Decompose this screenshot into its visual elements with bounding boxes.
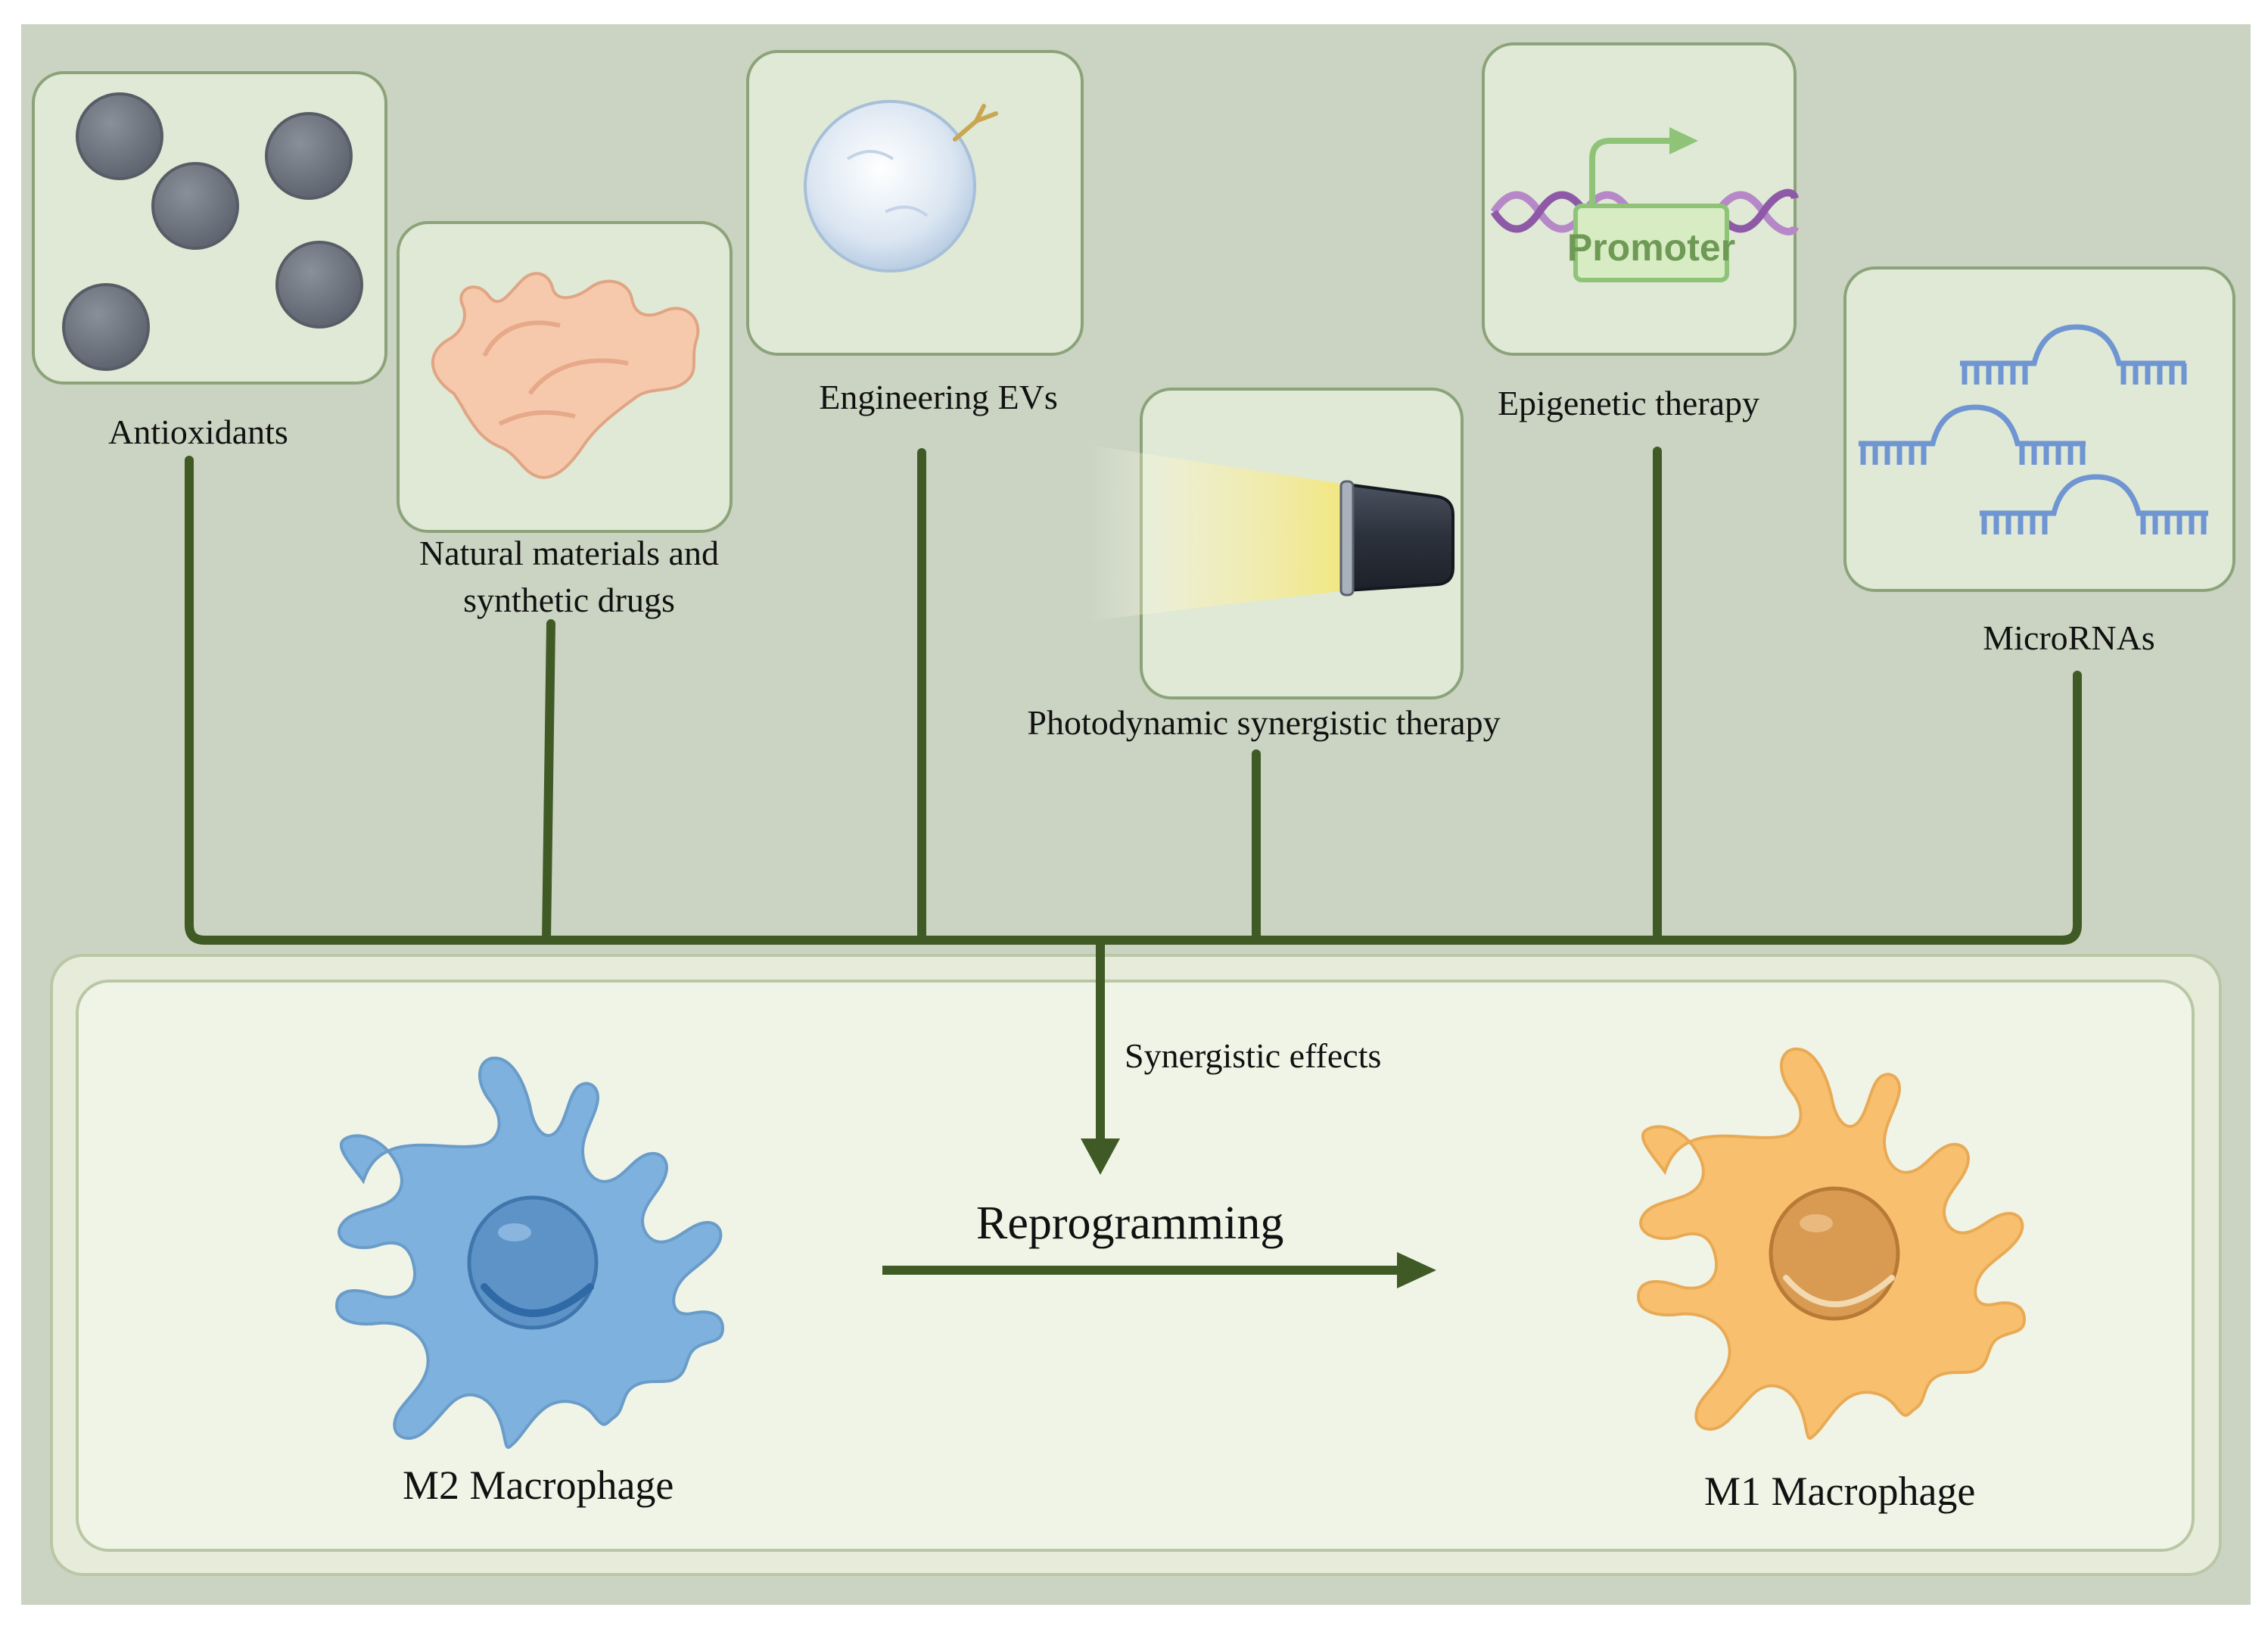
antioxidants-label: Antioxidants xyxy=(108,413,288,451)
extracellular-vesicle-icon xyxy=(804,100,998,273)
natural-materials-label-line2: synthetic drugs xyxy=(463,581,675,619)
promoter-text: Promoter xyxy=(1567,226,1735,269)
promoter-dna-icon xyxy=(1490,127,1799,282)
synergy-down-arrow xyxy=(1081,945,1120,1175)
reprogramming-arrow xyxy=(882,1252,1436,1288)
engineering-evs-label: Engineering EVs xyxy=(819,378,1058,416)
connector-lines xyxy=(185,447,2082,945)
nanoparticles-icon xyxy=(62,92,363,371)
m2-macrophage-icon xyxy=(334,1056,725,1449)
photodynamic-label: Photodynamic synergistic therapy xyxy=(1027,703,1500,742)
natural-materials-label-line1: Natural materials and xyxy=(419,534,719,572)
synergistic-effects-label: Synergistic effects xyxy=(1125,1036,1381,1075)
m1-macrophage-icon xyxy=(1636,1047,2027,1440)
ginger-root-icon xyxy=(431,272,700,479)
reprogramming-label: Reprogramming xyxy=(976,1198,1283,1249)
m2-macrophage-label: M2 Macrophage xyxy=(403,1462,674,1508)
m1-macrophage-label: M1 Macrophage xyxy=(1704,1469,1975,1514)
micrornas-label: MicroRNAs xyxy=(1983,618,2154,657)
epigenetic-label: Epigenetic therapy xyxy=(1498,384,1759,422)
micrornas-panel xyxy=(1843,266,2235,592)
light-source-icon xyxy=(1090,445,1454,621)
microrna-icon xyxy=(1859,324,2208,534)
